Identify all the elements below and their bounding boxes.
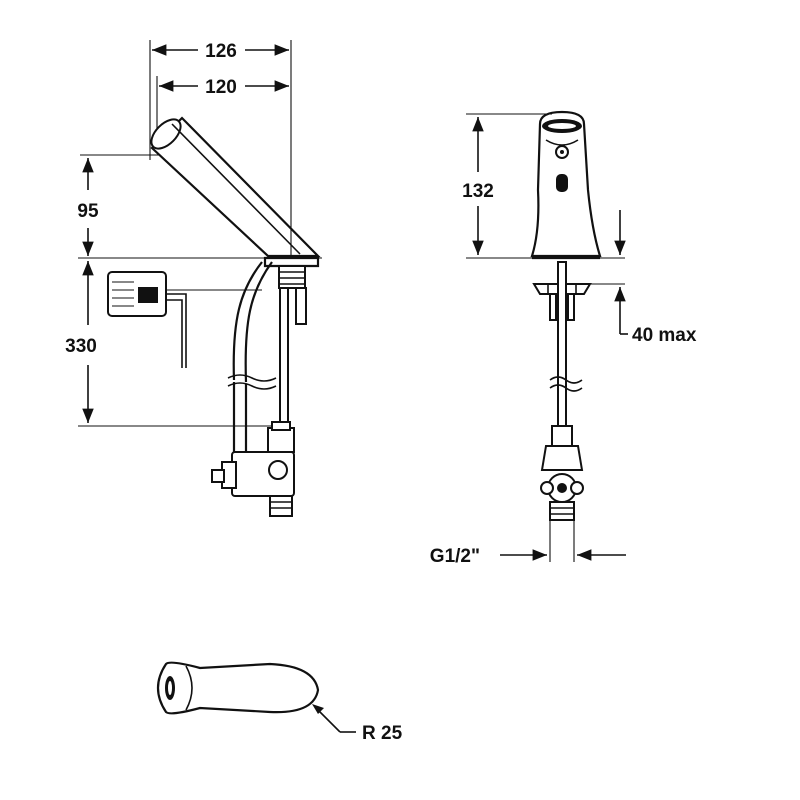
mounting-stem	[278, 265, 307, 429]
faucet-front-body	[530, 110, 602, 260]
dim-label-126: 126	[205, 41, 237, 62]
top-view: R 25	[156, 661, 403, 744]
dim-120: 120	[156, 76, 289, 140]
front-mount	[532, 261, 592, 429]
dim-label-95: 95	[77, 201, 99, 222]
dim-330: 330	[65, 261, 278, 427]
dim-label-120: 120	[205, 77, 237, 98]
dim-132: 132	[462, 113, 625, 259]
break-mark	[227, 374, 277, 382]
dim-label-330: 330	[65, 336, 97, 357]
faucet-side-body	[150, 116, 321, 268]
dim-g-half: G1/2"	[430, 520, 626, 567]
side-view: 126 120 95 330	[65, 40, 322, 517]
front-view: 132 40 max	[430, 110, 697, 567]
dim-126: 126	[149, 40, 292, 258]
control-box	[107, 271, 262, 368]
dim-label-132: 132	[462, 181, 494, 202]
solenoid-valve-front	[540, 425, 584, 521]
dim-40-max: 40 max	[580, 210, 697, 346]
dim-label-r25: R 25	[362, 723, 403, 744]
hose	[232, 261, 273, 468]
radius-leader	[317, 709, 341, 733]
dim-label-g-half: G1/2"	[430, 546, 480, 567]
solenoid-valve-side	[211, 421, 295, 517]
dim-label-40-max: 40 max	[632, 325, 697, 346]
dim-95: 95	[77, 154, 160, 256]
